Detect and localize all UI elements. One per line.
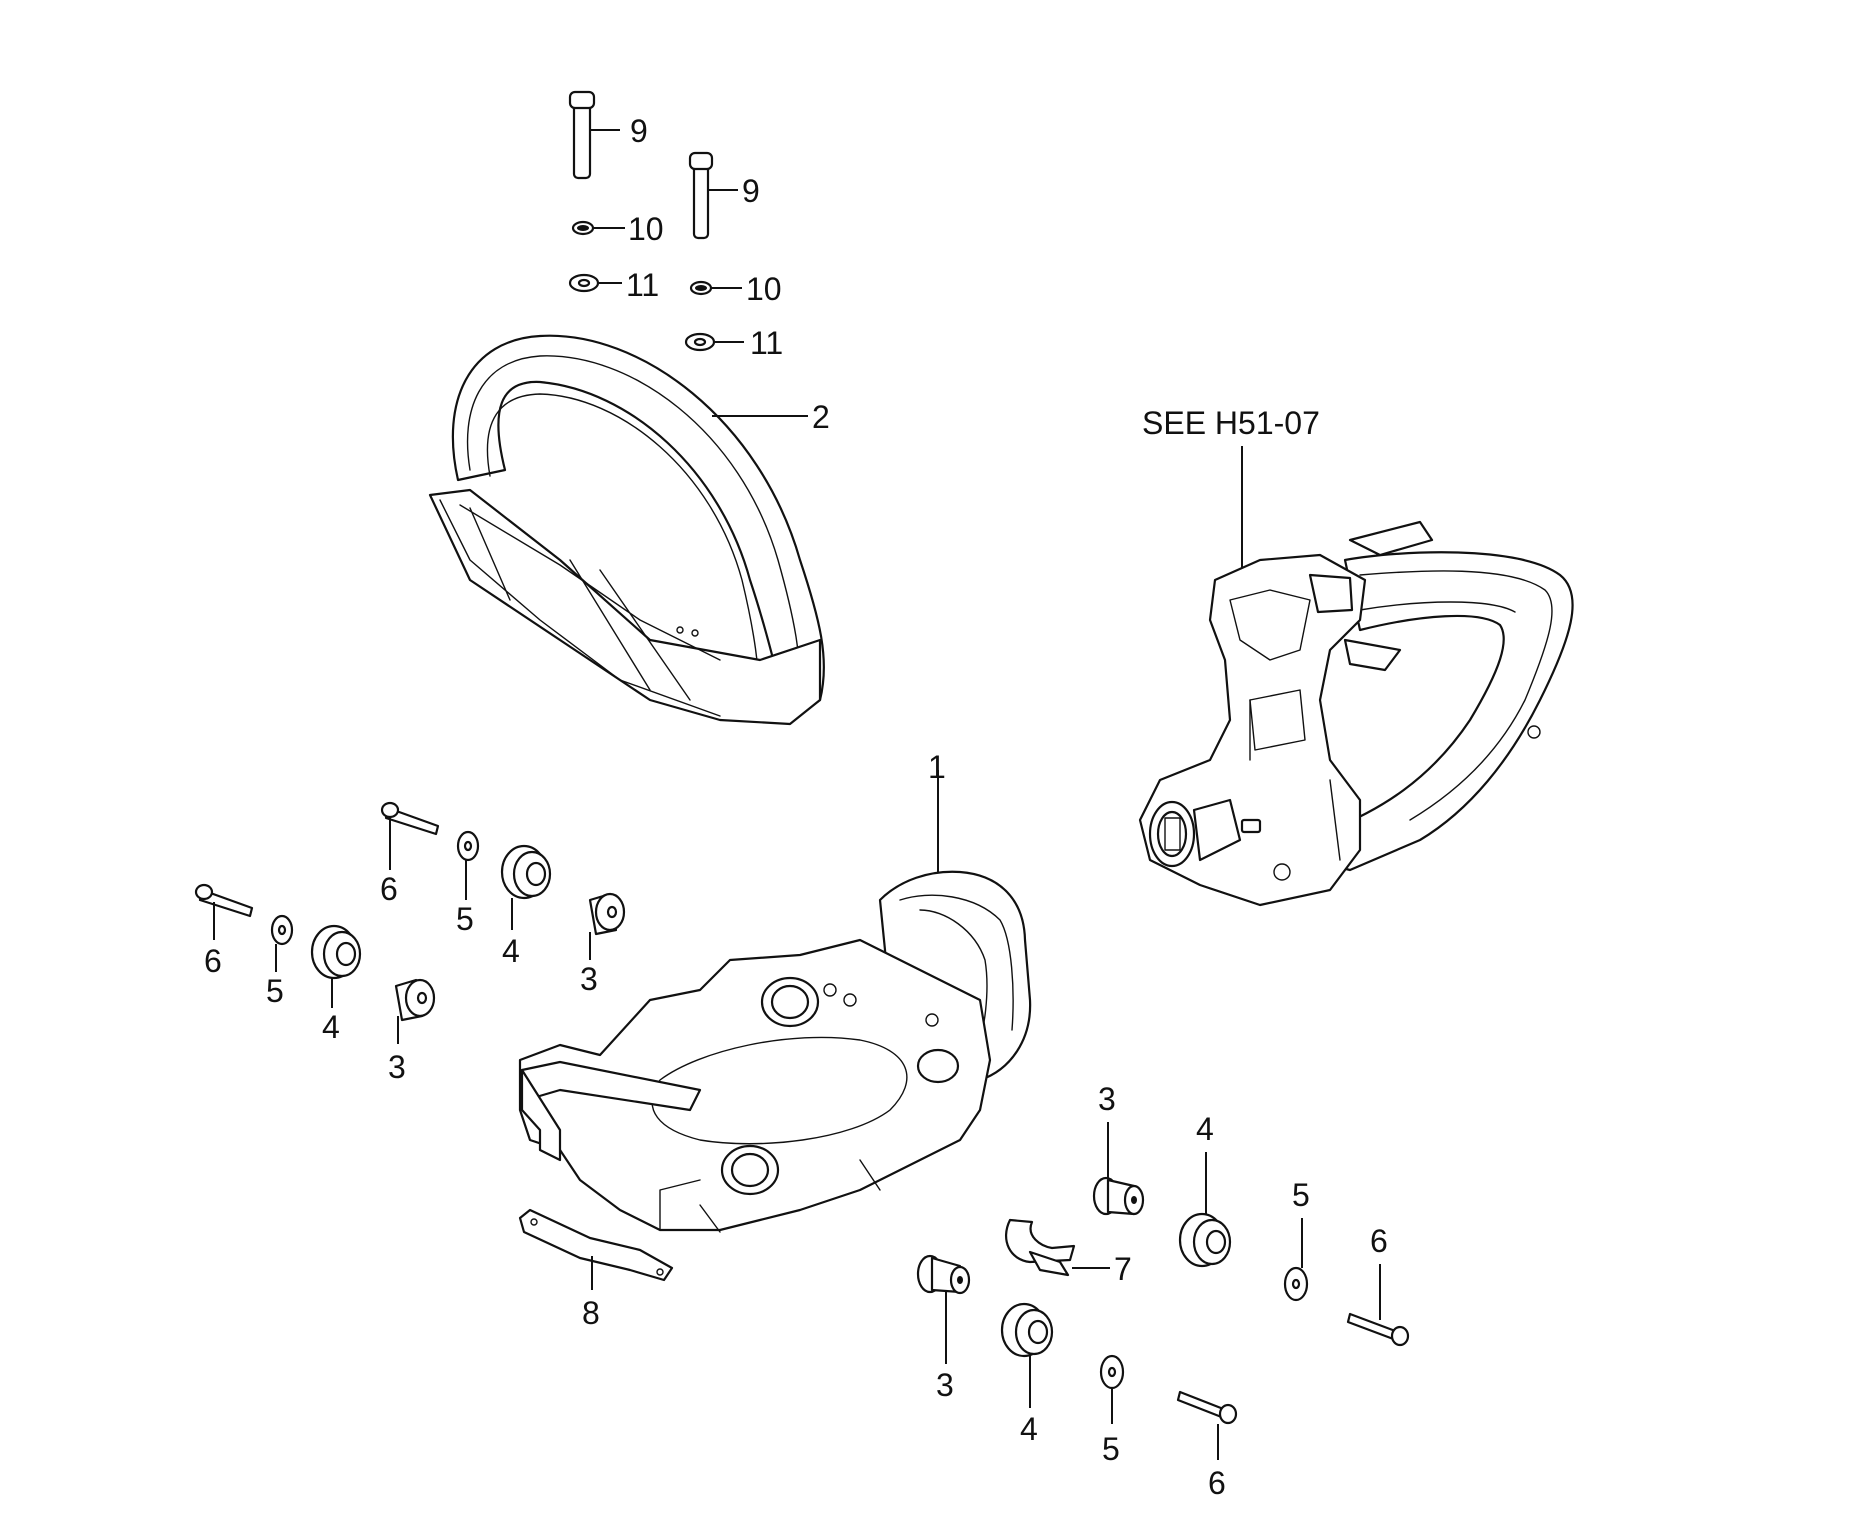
mount-group-upper-right: 3 4 5 6 — [1092, 1081, 1410, 1347]
callout-4-upper-right: 4 — [1196, 1111, 1214, 1147]
main-frame-part-1: 1 — [518, 749, 1032, 1233]
callout-3-upper-left: 3 — [580, 961, 598, 997]
callout-5-upper-left: 5 — [456, 901, 474, 937]
callout-6-lower-left: 6 — [204, 943, 222, 979]
mount-group-upper-left: 6 5 4 3 — [380, 801, 626, 997]
callout-6-upper-left: 6 — [380, 871, 398, 907]
lock-washer-10-left: 10 — [571, 211, 664, 247]
reference-label-see-h51-07: SEE H51-07 — [1142, 405, 1320, 441]
callout-1: 1 — [928, 749, 946, 785]
callout-6-lower-right: 6 — [1208, 1465, 1226, 1501]
callout-10-right: 10 — [746, 271, 782, 307]
callout-5-upper-right: 5 — [1292, 1177, 1310, 1213]
callout-3-upper-right: 3 — [1098, 1081, 1116, 1117]
callout-10-left: 10 — [628, 211, 664, 247]
callout-4-upper-left: 4 — [502, 933, 520, 969]
callout-5-lower-left: 5 — [266, 973, 284, 1009]
callout-3-lower-left: 3 — [388, 1049, 406, 1085]
rear-handle-assembly: SEE H51-07 — [1138, 405, 1574, 907]
callout-5-lower-right: 5 — [1102, 1431, 1120, 1467]
mount-group-lower-left: 6 5 4 3 — [194, 883, 436, 1085]
washer-11-left: 11 — [568, 267, 659, 303]
callout-8: 8 — [582, 1295, 600, 1331]
callout-11-left: 11 — [626, 267, 659, 303]
callout-3-lower-right: 3 — [936, 1367, 954, 1403]
callout-4-lower-left: 4 — [322, 1009, 340, 1045]
callout-9-left: 9 — [630, 113, 648, 149]
bolt-9-right: 9 — [688, 151, 760, 240]
callout-11-right: 11 — [750, 325, 783, 361]
callout-9-right: 9 — [742, 173, 760, 209]
callout-2: 2 — [812, 399, 830, 435]
washer-11-right: 11 — [684, 325, 783, 361]
bolt-9-left: 9 — [568, 90, 648, 180]
callout-7: 7 — [1114, 1251, 1132, 1287]
strip-part-8: 8 — [518, 1208, 674, 1331]
mount-group-lower-right: 3 4 5 6 — [916, 1254, 1238, 1501]
lock-washer-10-right: 10 — [689, 271, 782, 307]
callout-4-lower-right: 4 — [1020, 1411, 1038, 1447]
front-handle-part-2: 2 — [428, 334, 830, 726]
callout-6-upper-right: 6 — [1370, 1223, 1388, 1259]
bracket-part-7: 7 — [1005, 1218, 1132, 1287]
